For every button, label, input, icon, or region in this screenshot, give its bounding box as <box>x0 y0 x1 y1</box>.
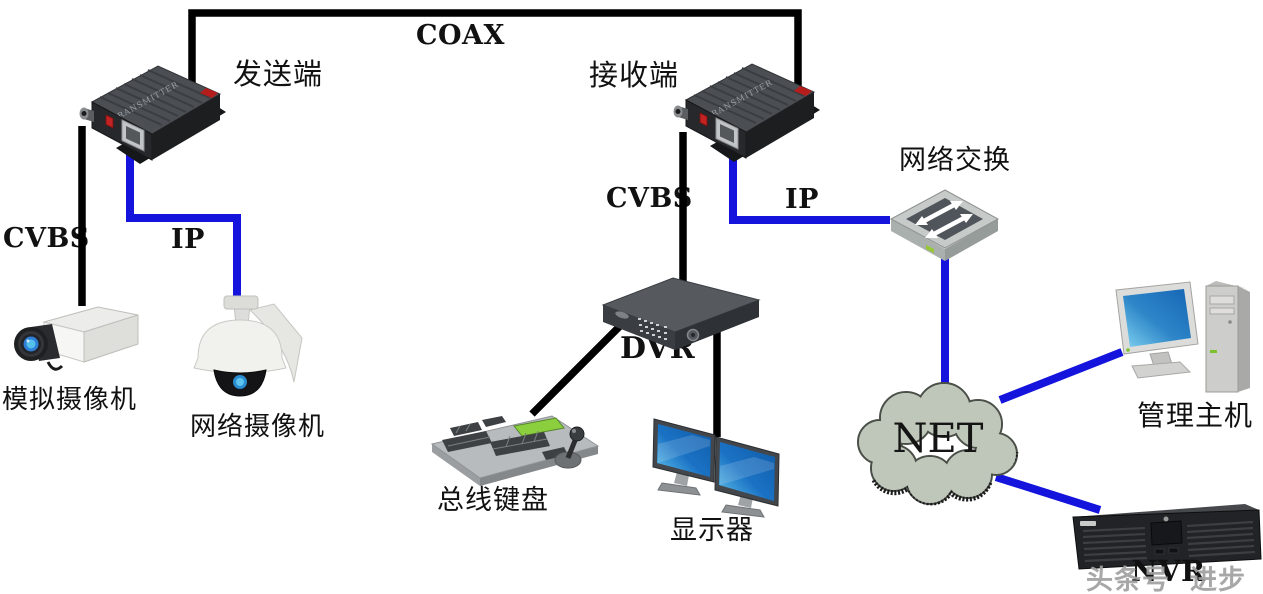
vent-grille-right <box>1186 520 1256 558</box>
ip-right-label: IP <box>785 184 819 215</box>
red-switch <box>105 114 114 129</box>
cloud-nvr-line <box>994 473 1102 514</box>
monitor-led <box>1126 348 1130 352</box>
ip-line-left <box>126 142 241 304</box>
front-recess <box>1150 520 1183 546</box>
switch-label: 网络交换 <box>899 145 1011 176</box>
nvr-device-icon <box>1067 499 1263 573</box>
camera-bracket-loop <box>46 361 64 371</box>
receiver-label: 接收端 <box>589 58 680 92</box>
cvbs-right-label: CVBS <box>606 183 693 214</box>
network-switch-icon <box>886 182 1000 264</box>
drive-bay <box>1209 307 1235 315</box>
nvr-label: NVR <box>1131 554 1206 588</box>
dvr-buttons <box>638 318 667 340</box>
management-host-label: 管理主机 <box>1137 399 1254 432</box>
ip-line-right <box>729 142 890 224</box>
cvbs-left-label: CVBS <box>3 223 90 254</box>
nvr-led <box>1163 516 1169 522</box>
nvr-button <box>1154 548 1165 555</box>
red-switch <box>699 112 708 127</box>
analog-camera-icon <box>4 302 144 382</box>
cloud-body <box>859 384 1016 503</box>
dvr-keyboard-line <box>529 315 631 417</box>
monitor-right <box>714 436 780 518</box>
network-camera-icon <box>188 295 308 400</box>
dvr-device-icon <box>598 272 764 352</box>
pc-monitor <box>1115 281 1199 379</box>
keyboard-lcd <box>513 417 565 437</box>
analog-camera-label: 模拟摄像机 <box>2 385 138 415</box>
watermark-text-right: 进步号 <box>1190 565 1246 594</box>
tower-led <box>1210 350 1217 353</box>
mount-arm <box>248 303 303 383</box>
joystick-stick <box>565 437 579 459</box>
receiver-device-icon: TRANSMITTER <box>673 56 826 166</box>
nvr-logo <box>1080 521 1096 526</box>
monitor-screen <box>657 424 711 477</box>
management-host-icon <box>1114 278 1254 414</box>
cloud-pc-line <box>998 348 1124 404</box>
key-grid-lines <box>447 423 548 450</box>
switch-led <box>926 245 934 253</box>
monitors-label: 显示器 <box>670 515 754 546</box>
monitor-screen <box>719 442 775 501</box>
switch-arrows-icon <box>915 201 973 238</box>
coax-label: COAX <box>416 20 505 51</box>
cooling-fins <box>99 69 211 126</box>
drive-bay <box>1209 295 1235 305</box>
coax-transceiver-icon: TRANSMITTER <box>673 63 820 162</box>
coax-transceiver-icon: TRANSMITTER <box>79 65 226 164</box>
keyboard-device-icon <box>426 400 604 492</box>
nvr-button <box>1168 547 1179 554</box>
pc-screen <box>1123 289 1191 347</box>
monitor-left <box>652 418 716 496</box>
pc-tower <box>1205 281 1250 393</box>
watermark-text-left: 头条号 <box>1086 565 1170 594</box>
dvr-badge <box>615 311 629 319</box>
net-cloud-icon: NET <box>850 378 1022 510</box>
transmitter-label: 发送端 <box>233 57 324 91</box>
red-brand-chip <box>200 88 218 98</box>
ip-left-label: IP <box>171 224 205 255</box>
cooling-fins <box>693 67 805 124</box>
monitors-icon <box>648 414 782 518</box>
cloud-label: NET <box>893 416 984 462</box>
network-camera-label: 网络摄像机 <box>190 412 326 442</box>
vent-grille-left <box>1082 526 1148 563</box>
coax-cable-line <box>188 9 802 100</box>
joystick-ball <box>569 426 585 442</box>
red-brand-chip <box>794 86 812 96</box>
power-button <box>1228 320 1232 324</box>
transmitter-device-icon: TRANSMITTER <box>79 58 232 168</box>
keyboard-label: 总线键盘 <box>437 485 549 516</box>
